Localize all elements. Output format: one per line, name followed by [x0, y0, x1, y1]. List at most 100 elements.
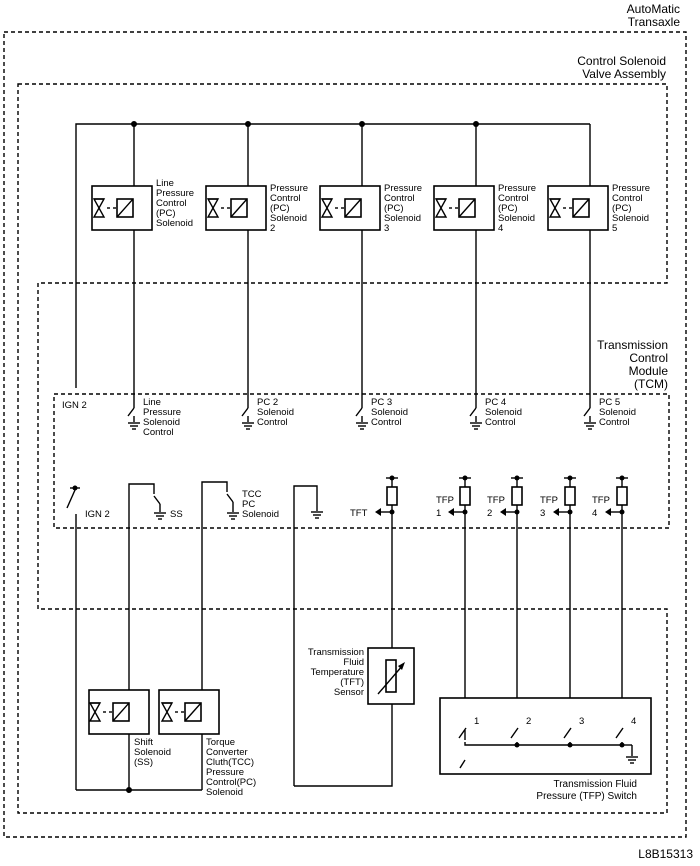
svg-text:Solenoid: Solenoid	[498, 213, 535, 224]
svg-text:(PC): (PC)	[498, 203, 518, 214]
svg-text:5: 5	[612, 223, 617, 234]
line-pc-solenoid: Line Pressure Control (PC) Solenoid Line…	[91, 124, 194, 438]
svg-text:SS: SS	[170, 509, 183, 520]
tfp-switch: 1 2 3 4 Transmission Fluid Pressure (TFP…	[439, 697, 652, 802]
svg-text:(SS): (SS)	[134, 757, 153, 768]
svg-text:Control: Control	[156, 198, 187, 209]
shift-solenoid: Shift Solenoid (SS)	[88, 689, 171, 768]
svg-text:TCC: TCC	[242, 489, 262, 500]
svg-text:Converter: Converter	[206, 747, 248, 758]
svg-text:1: 1	[474, 716, 479, 727]
svg-text:Transmission: Transmission	[308, 647, 364, 658]
pc-solenoid-5: Pressure Control (PC) Solenoid 5 PC 5 So…	[547, 124, 650, 430]
svg-text:TFP: TFP	[487, 495, 505, 506]
tcm-label-2: Control	[629, 351, 668, 365]
svg-text:Control: Control	[371, 417, 402, 428]
svg-text:Pressure: Pressure	[612, 183, 650, 194]
svg-text:Pressure: Pressure	[270, 183, 308, 194]
svg-text:Solenoid: Solenoid	[384, 213, 421, 224]
svg-text:Solenoid: Solenoid	[156, 218, 193, 229]
svg-text:3: 3	[540, 508, 545, 519]
svg-text:2: 2	[526, 716, 531, 727]
svg-text:TFP: TFP	[436, 495, 454, 506]
svg-text:Sensor: Sensor	[334, 687, 364, 698]
svg-text:4: 4	[631, 716, 636, 727]
svg-text:TFT: TFT	[350, 508, 368, 519]
tcm-label-3: Module	[629, 364, 669, 378]
svg-text:Solenoid: Solenoid	[257, 407, 294, 418]
svg-text:1: 1	[436, 508, 441, 519]
svg-text:PC: PC	[242, 499, 255, 510]
svg-text:Control: Control	[257, 417, 288, 428]
svg-text:Solenoid: Solenoid	[242, 509, 279, 520]
svg-text:Solenoid: Solenoid	[134, 747, 171, 758]
svg-text:Solenoid: Solenoid	[485, 407, 522, 418]
svg-text:Control: Control	[599, 417, 630, 428]
tft-input: TFT	[350, 475, 398, 648]
svg-text:Control: Control	[384, 193, 415, 204]
svg-text:Temperature: Temperature	[311, 667, 364, 678]
svg-text:4: 4	[592, 508, 597, 519]
svg-text:3: 3	[579, 716, 584, 727]
svg-text:Transmission Fluid: Transmission Fluid	[553, 779, 637, 790]
svg-text:TFP: TFP	[540, 495, 558, 506]
svg-text:2: 2	[487, 508, 492, 519]
figure-id: L8B15313	[638, 847, 693, 861]
svg-text:Fluid: Fluid	[343, 657, 364, 668]
ign2-label: IGN 2	[62, 400, 87, 411]
ss-driver: SS	[128, 483, 183, 790]
svg-text:Pressure: Pressure	[206, 767, 244, 778]
svg-text:2: 2	[270, 223, 275, 234]
transaxle-label-2: Transaxle	[628, 15, 681, 29]
svg-text:TFP: TFP	[592, 495, 610, 506]
svg-text:Solenoid: Solenoid	[612, 213, 649, 224]
transaxle-boundary	[3, 31, 687, 838]
svg-text:(PC): (PC)	[384, 203, 404, 214]
svg-text:Solenoid: Solenoid	[143, 417, 180, 428]
svg-text:Shift: Shift	[134, 737, 153, 748]
svg-text:Line: Line	[143, 397, 161, 408]
pc-solenoid-2: Pressure Control (PC) Solenoid 2 PC 2 So…	[205, 124, 308, 430]
svg-text:Control: Control	[498, 193, 529, 204]
tft-sensor: Transmission Fluid Temperature (TFT) Sen…	[294, 647, 415, 787]
svg-text:Pressure: Pressure	[156, 188, 194, 199]
tcc-pc-driver: TCC PC Solenoid	[201, 481, 279, 790]
transaxle-label-1: AutoMatic	[627, 2, 680, 16]
svg-text:Control: Control	[612, 193, 643, 204]
svg-text:(PC): (PC)	[612, 203, 632, 214]
csva-label-2: Valve Assembly	[582, 67, 666, 81]
svg-text:(PC): (PC)	[270, 203, 290, 214]
svg-text:4: 4	[498, 223, 503, 234]
svg-text:Solenoid: Solenoid	[371, 407, 408, 418]
svg-text:IGN 2: IGN 2	[85, 509, 110, 520]
svg-text:PC 3: PC 3	[371, 397, 392, 408]
svg-text:Cluth(TCC): Cluth(TCC)	[206, 757, 254, 768]
tcm-label-4: (TCM)	[634, 377, 668, 391]
svg-text:Control: Control	[485, 417, 516, 428]
svg-text:(TFT): (TFT)	[340, 677, 364, 688]
svg-text:Solenoid: Solenoid	[206, 787, 243, 798]
svg-text:Solenoid: Solenoid	[270, 213, 307, 224]
svg-text:3: 3	[384, 223, 389, 234]
pc-solenoid-3: Pressure Control (PC) Solenoid 3 PC 3 So…	[319, 124, 422, 430]
csva-label-1: Control Solenoid	[577, 54, 666, 68]
svg-text:Pressure: Pressure	[498, 183, 536, 194]
csva-boundary	[17, 83, 668, 814]
pc-solenoid-4: Pressure Control (PC) Solenoid 4 PC 4 So…	[433, 124, 536, 430]
svg-text:PC 4: PC 4	[485, 397, 506, 408]
svg-text:PC 2: PC 2	[257, 397, 278, 408]
tcc-solenoid: Torque Converter Cluth(TCC) Pressure Con…	[158, 689, 256, 798]
tcm-boundary	[53, 393, 670, 529]
svg-text:Solenoid: Solenoid	[599, 407, 636, 418]
svg-text:PC 5: PC 5	[599, 397, 620, 408]
svg-text:Pressure (TFP) Switch: Pressure (TFP) Switch	[536, 791, 637, 802]
ign2-low-switch: IGN 2	[66, 485, 110, 790]
svg-text:Control(PC): Control(PC)	[206, 777, 256, 788]
svg-text:Pressure: Pressure	[384, 183, 422, 194]
svg-text:(PC): (PC)	[156, 208, 176, 219]
svg-text:Line: Line	[156, 178, 174, 189]
svg-text:Control: Control	[270, 193, 301, 204]
svg-text:Torque: Torque	[206, 737, 235, 748]
svg-text:Control: Control	[143, 427, 174, 438]
